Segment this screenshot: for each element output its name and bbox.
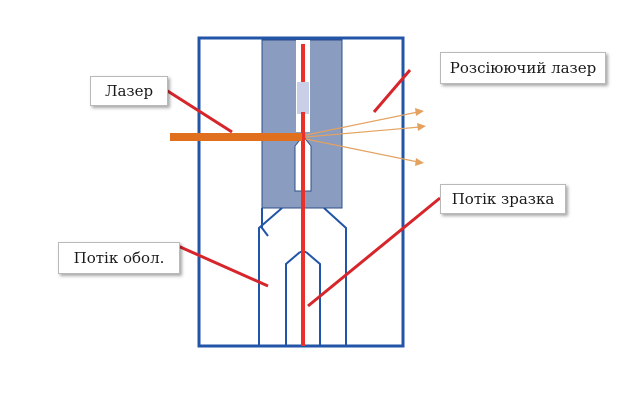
leader-laser — [165, 88, 233, 134]
sheath-funnel-outer — [261, 208, 269, 237]
sheath-funnel-right — [323, 207, 347, 346]
label-sheath-flow: Потік обол. — [58, 242, 180, 274]
scatter-ray-3 — [305, 138, 419, 163]
scatter-arrowhead-3 — [415, 158, 424, 166]
sample-channel-left — [285, 251, 301, 346]
scatter-ray-1 — [305, 111, 419, 136]
scatter-arrowhead-2 — [417, 123, 426, 131]
sheath-funnel-left — [258, 207, 283, 346]
scatter-arrowhead-1 — [415, 108, 424, 116]
leader-sheath — [177, 244, 269, 288]
label-laser: Лазер — [90, 76, 168, 106]
laser-beam — [170, 133, 302, 141]
leader-sample — [307, 196, 441, 308]
scatter-ray-2 — [305, 126, 421, 138]
sample-channel-right — [305, 251, 321, 346]
label-sample-flow: Потік зразка — [440, 184, 566, 214]
leader-scatter — [372, 69, 412, 113]
label-scatter-laser: Розсіюючий лазер — [440, 52, 606, 84]
capillary-tip — [297, 82, 309, 114]
